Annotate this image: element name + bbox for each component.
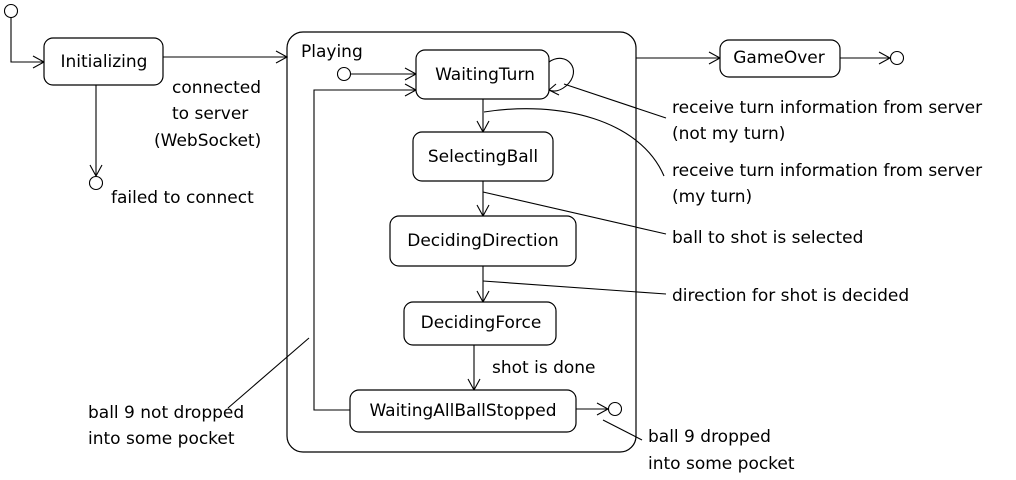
gameover-final-pseudostate bbox=[889, 50, 905, 66]
ball9-not-dropped-label-line1: ball 9 not dropped bbox=[88, 403, 244, 423]
state-waiting-all-ball-stopped-label: WaitingAllBallStopped bbox=[369, 401, 556, 421]
state-waiting-turn: WaitingTurn bbox=[415, 49, 550, 100]
playing-label: Playing bbox=[301, 42, 363, 62]
state-initializing-label: Initializing bbox=[61, 52, 148, 72]
shot-done-label: shot is done bbox=[492, 358, 596, 378]
state-waiting-turn-label: WaitingTurn bbox=[435, 65, 535, 85]
state-waiting-all-ball-stopped: WaitingAllBallStopped bbox=[349, 389, 577, 433]
connected-label-line2: to server bbox=[172, 104, 248, 124]
state-deciding-direction: DecidingDirection bbox=[389, 215, 577, 267]
state-deciding-force: DecidingForce bbox=[403, 301, 557, 346]
not-my-turn-label-line1: receive turn information from server bbox=[672, 98, 982, 118]
playing-initial-pseudostate bbox=[336, 66, 352, 82]
direction-decided-label: direction for shot is decided bbox=[672, 286, 909, 306]
note-connectors bbox=[227, 83, 667, 441]
initial-pseudostate bbox=[3, 3, 19, 19]
playing-final-pseudostate bbox=[607, 401, 623, 417]
my-turn-label-line2: (my turn) bbox=[672, 187, 752, 207]
state-deciding-direction-label: DecidingDirection bbox=[407, 231, 559, 251]
not-my-turn-label-line2: (not my turn) bbox=[672, 124, 785, 144]
state-selecting-ball-label: SelectingBall bbox=[428, 147, 538, 167]
failed-to-connect-label: failed to connect bbox=[111, 188, 254, 208]
connected-label-line1: connected bbox=[172, 78, 261, 98]
failed-final-pseudostate bbox=[88, 175, 104, 191]
ball-selected-label: ball to shot is selected bbox=[672, 228, 863, 248]
connected-label-line3: (WebSocket) bbox=[154, 131, 261, 151]
my-turn-label-line1: receive turn information from server bbox=[672, 161, 982, 181]
state-deciding-force-label: DecidingForce bbox=[421, 313, 542, 333]
ball9-dropped-label-line1: ball 9 dropped bbox=[648, 427, 771, 447]
state-initializing: Initializing bbox=[43, 37, 164, 86]
ball9-dropped-label-line2: into some pocket bbox=[648, 454, 795, 474]
state-selecting-ball: SelectingBall bbox=[412, 131, 554, 182]
state-game-over-label: GameOver bbox=[733, 48, 825, 68]
transitions bbox=[10, 17, 892, 416]
state-game-over: GameOver bbox=[719, 39, 841, 78]
ball9-not-dropped-label-line2: into some pocket bbox=[88, 429, 235, 449]
